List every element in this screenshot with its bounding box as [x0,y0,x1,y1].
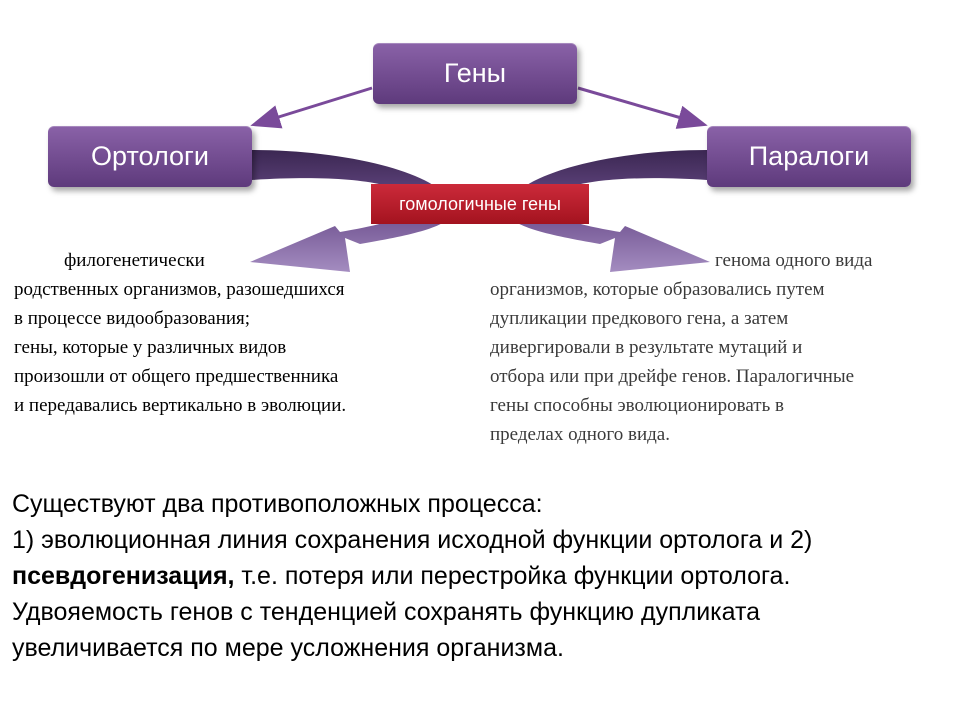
orthologs-line: родственных организмов, разошедшихся [14,279,345,300]
orthologs-line: гены, которые у различных видов [14,337,287,358]
term-pseudogenization: псевдогенизация, [12,562,235,590]
node-orthologs-label: Ортологи [91,141,209,171]
node-paralogs-label: Паралоги [748,141,870,171]
summary-line: увеличивается по мере усложнения организ… [12,634,564,662]
orthologs-line: и передавались вертикально в эволюции. [14,395,347,416]
paralogs-line: пределах одного вида. [490,424,670,445]
summary-line-rest: т.е. потеря или перестройка функции орто… [234,562,791,590]
node-orthologs: Ортологи [48,126,252,187]
summary-line: Существуют два противоположных процесса: [12,490,543,518]
paralogs-line: гены способны эволюционировать в [490,395,784,416]
paralogs-line: отбора или при дрейфе генов. Паралогичны… [490,366,855,387]
summary-line: 1) эволюционная линия сохранения исходно… [12,526,813,554]
paralogs-description: генома одного вида организмов, которые о… [490,246,920,449]
orthologs-line: в процессе видообразования; [14,308,251,329]
paralogs-line: генома одного вида [715,250,873,271]
node-paralogs: Паралоги [707,126,911,187]
bottom-summary: Существуют два противоположных процесса:… [12,486,952,666]
node-homologous-label: гомологичные гены [399,193,561,214]
arrow-genes-to-paralogs [577,86,708,129]
orthologs-line: произошли от общего предшественника [14,366,339,387]
node-genes: Гены [373,43,577,104]
paralogs-line: дивергировали в результате мутаций и [490,337,803,358]
orthologs-description: филогенетически родственных организмов, … [14,246,444,420]
paralogs-line: организмов, которые образовались путем [490,279,825,300]
orthologs-line: филогенетически [64,250,205,271]
summary-line: псевдогенизация, т.е. потеря или перестр… [12,558,952,594]
paralogs-line: дупликации предкового гена, а затем [490,308,789,329]
curve-paralogs-band [506,150,710,272]
node-homologous-genes: гомологичные гены [371,184,589,224]
curve-orthologs-band [250,150,454,272]
arrow-genes-to-orthologs [250,86,373,129]
node-genes-label: Гены [443,58,507,88]
summary-line: Удвояемость генов с тенденцией сохранять… [12,598,761,626]
